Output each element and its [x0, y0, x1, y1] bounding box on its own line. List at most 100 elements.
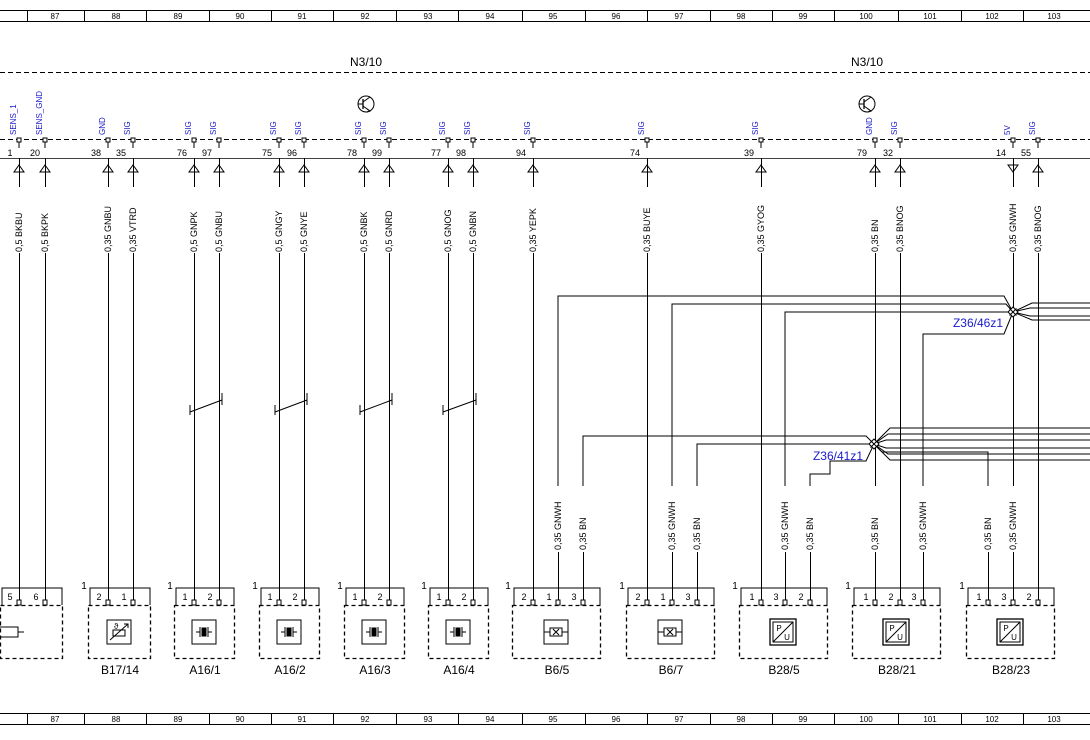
- pin-number: 32: [883, 148, 893, 158]
- wire-label: 0,5 GNOG: [443, 209, 453, 252]
- pin-number: 78: [347, 148, 357, 158]
- pin-number: 14: [996, 148, 1006, 158]
- pin-1-marker: 1: [959, 581, 965, 592]
- pin-number: 1: [7, 148, 12, 158]
- grid-number: 98: [737, 12, 746, 21]
- grid-number: 103: [1047, 715, 1061, 724]
- grid-number: 92: [361, 715, 370, 724]
- pin-1-marker: 1: [845, 581, 851, 592]
- pin-function-label: GND: [98, 117, 107, 135]
- pin-function-label: SIG: [751, 121, 760, 135]
- pin-1-marker: 1: [167, 581, 173, 592]
- pin-number: 6: [33, 592, 38, 602]
- pin-number: 79: [857, 148, 867, 158]
- component-label: B6/5: [545, 663, 570, 677]
- splice-label: Z36/46z1: [953, 316, 1003, 330]
- grid-number: 99: [799, 12, 808, 21]
- pin-function-label: SIG: [379, 121, 388, 135]
- grid-number: 103: [1047, 12, 1061, 21]
- wire-label: 0,35 BN: [983, 517, 993, 550]
- wire-label: 0,35 GNWH: [1008, 501, 1018, 550]
- pin-number: 20: [30, 148, 40, 158]
- wire-label: 0,35 BN: [578, 517, 588, 550]
- grid-number: 96: [612, 12, 621, 21]
- pin-32: SIG 32 0,35 BNOG: [883, 121, 906, 600]
- grid-number: 100: [859, 12, 873, 21]
- grid-number: 101: [923, 715, 937, 724]
- grid-number: 99: [799, 715, 808, 724]
- pin-number: 2: [292, 592, 297, 602]
- grid-number: 91: [298, 715, 307, 724]
- grid-number: 89: [174, 715, 183, 724]
- pin-number: 99: [372, 148, 382, 158]
- pin-number: 98: [456, 148, 466, 158]
- splice-icon: [1007, 306, 1019, 318]
- grid-number: 90: [236, 715, 245, 724]
- pin-function-label: SIG: [438, 121, 447, 135]
- wire-label: 0,35 BN: [870, 517, 880, 550]
- pin-function-label: SIG: [890, 121, 899, 135]
- wire-label: 0,35 GNWH: [918, 501, 928, 550]
- grid-number: 87: [51, 12, 60, 21]
- pin-number: 1: [863, 592, 868, 602]
- wire-label: 0,35 BNOG: [1033, 205, 1043, 252]
- pressure-sensor-icon: PU: [996, 618, 1024, 646]
- hall-sensor-icon: [657, 619, 683, 645]
- pin-number: 97: [202, 148, 212, 158]
- wire-label: 0,5 GNGY: [274, 210, 284, 252]
- component-label: B6/7: [659, 663, 684, 677]
- knock-sensor-icon: [361, 619, 387, 645]
- pin-number: 77: [431, 148, 441, 158]
- grid-number: 91: [298, 12, 307, 21]
- grid-number: 95: [549, 715, 558, 724]
- pin-function-label: SIG: [354, 121, 363, 135]
- pin-1-marker: 1: [421, 581, 427, 592]
- pin-number: 2: [798, 592, 803, 602]
- pressure-p-glyph: P: [1003, 624, 1008, 633]
- wire-label: 0,35 BN: [870, 219, 880, 252]
- knock-sensor-icon: [445, 619, 471, 645]
- pin-75: SIG 75 0,5 GNGY: [262, 121, 285, 600]
- pin-number: 1: [436, 592, 441, 602]
- wire-label: 0,5 GNBU: [214, 211, 224, 252]
- pin-number: 38: [91, 148, 101, 158]
- wire-label: 0,35 BNOG: [895, 205, 905, 252]
- pin-number: 2: [521, 592, 526, 602]
- pin-function-label: SIG: [184, 121, 193, 135]
- pin-number: 2: [96, 592, 101, 602]
- grid-number: 88: [112, 12, 121, 21]
- grid-number: 100: [859, 715, 873, 724]
- pin-function-label: SIG: [269, 121, 278, 135]
- pin-number: 75: [262, 148, 272, 158]
- grid-number: 92: [361, 12, 370, 21]
- component-label: A16/3: [359, 663, 391, 677]
- grid-number: 102: [985, 12, 999, 21]
- splice-label: Z36/41z1: [813, 449, 863, 463]
- control-unit-label: N3/10: [851, 55, 883, 69]
- grid-number: 96: [612, 715, 621, 724]
- transistor-icon: [858, 95, 876, 113]
- pin-number: 1: [976, 592, 981, 602]
- pin-number: 2: [461, 592, 466, 602]
- grid-number: 102: [985, 715, 999, 724]
- wire-label: 0,5 BKBU: [14, 212, 24, 252]
- component-label: A16/4: [443, 663, 475, 677]
- partial-component-icon: [0, 626, 24, 638]
- pin-number: 5: [7, 592, 12, 602]
- pin-function-label: SIG: [637, 121, 646, 135]
- grid-number: 93: [424, 715, 433, 724]
- grid-number: 87: [51, 715, 60, 724]
